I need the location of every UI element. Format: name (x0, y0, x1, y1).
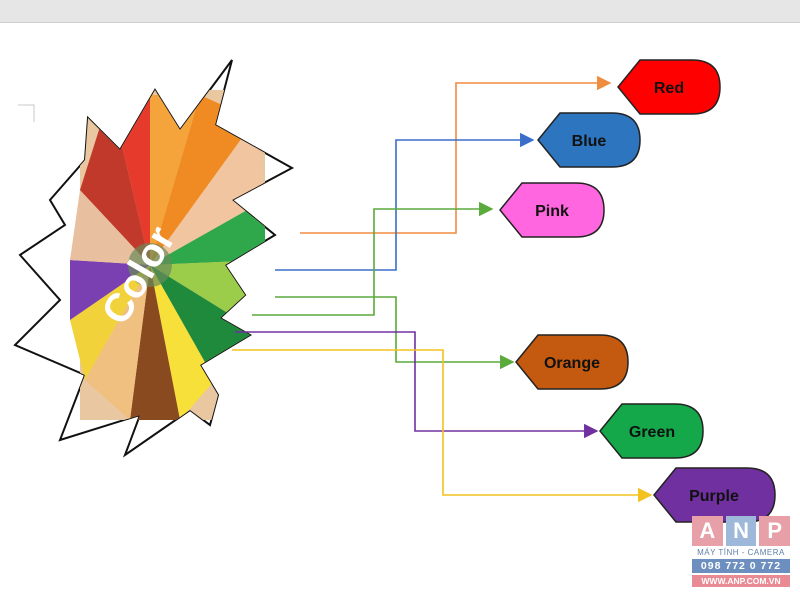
connector-green (235, 331, 599, 439)
logo-tagline: MÁY TÍNH - CAMERA (697, 548, 785, 557)
node-blue: Blue (537, 112, 641, 168)
connector-blue (275, 132, 535, 271)
connector-orange (275, 296, 515, 370)
logo-letter-n: N (725, 516, 757, 546)
connector-pink (252, 201, 494, 316)
logo-letters: A N P (692, 516, 791, 546)
node-pink-shape (499, 182, 605, 238)
node-red-label: Red (654, 80, 684, 97)
node-orange-label: Orange (544, 355, 600, 372)
logo-letter-a: A (692, 516, 723, 546)
node-green-label: Green (629, 424, 675, 441)
node-orange: Orange (515, 334, 629, 390)
node-pink: Pink (499, 182, 605, 238)
logo-phone: 098 772 0 772 (692, 559, 790, 573)
node-blue-shape (537, 112, 641, 168)
connector-purple (232, 349, 653, 503)
color-starburst: Color (13, 59, 295, 458)
node-purple: Purple (653, 467, 776, 523)
node-pink-label: Pink (535, 203, 569, 220)
node-green-shape (599, 403, 704, 459)
node-red-shape (617, 59, 721, 115)
node-orange-shape (515, 334, 629, 390)
logo-letter-p: P (759, 516, 791, 546)
connector-red (300, 75, 612, 234)
page-corner-mark (18, 104, 35, 122)
node-green: Green (599, 403, 704, 459)
node-red: Red (617, 59, 721, 115)
anp-watermark-logo: A N P MÁY TÍNH - CAMERA 098 772 0 772 WW… (692, 516, 791, 592)
window-top-bar (0, 0, 800, 23)
node-purple-label: Purple (689, 488, 739, 505)
node-blue-label: Blue (572, 133, 607, 150)
logo-website: WWW.ANP.COM.VN (692, 575, 790, 587)
